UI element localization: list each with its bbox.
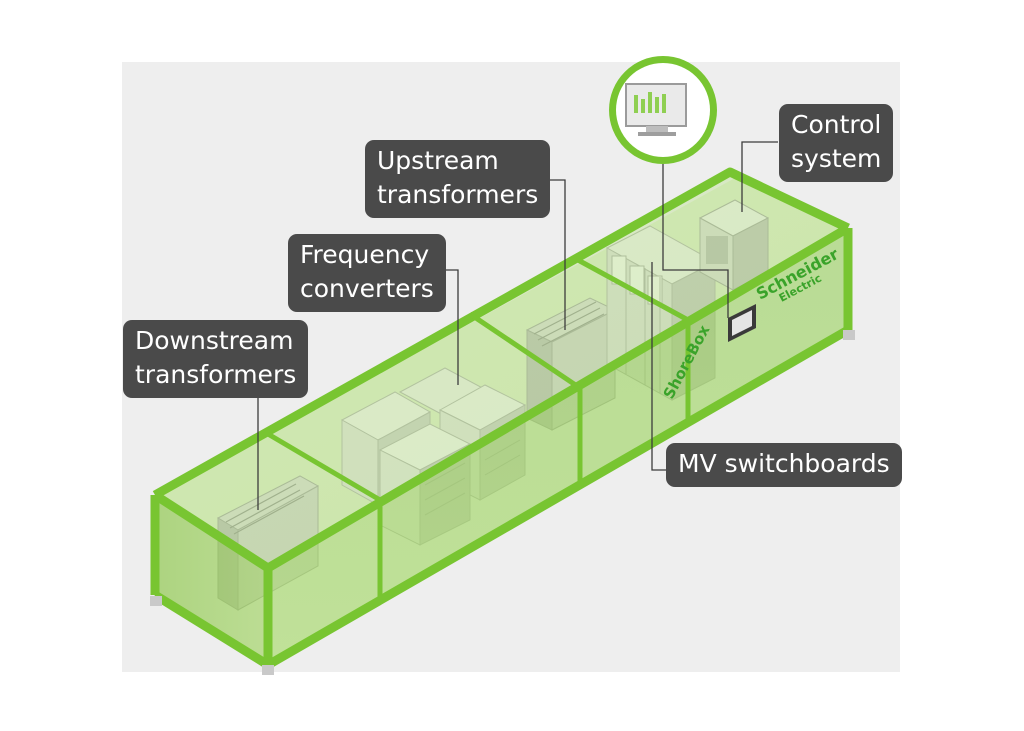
label-frequency-converters: Frequency converters — [288, 234, 446, 312]
container-glass — [155, 172, 848, 665]
label-mv-switchboards: MV switchboards — [666, 443, 902, 487]
wall-control-panel — [728, 304, 756, 342]
label-control-system: Control system — [779, 104, 894, 182]
leader-lines — [257, 141, 778, 510]
label-downstream-transformers: Downstream transformers — [123, 320, 309, 398]
monitor-inset — [609, 56, 717, 164]
label-upstream-transformers: Upstream transformers — [365, 140, 551, 218]
container-feet — [150, 330, 855, 675]
